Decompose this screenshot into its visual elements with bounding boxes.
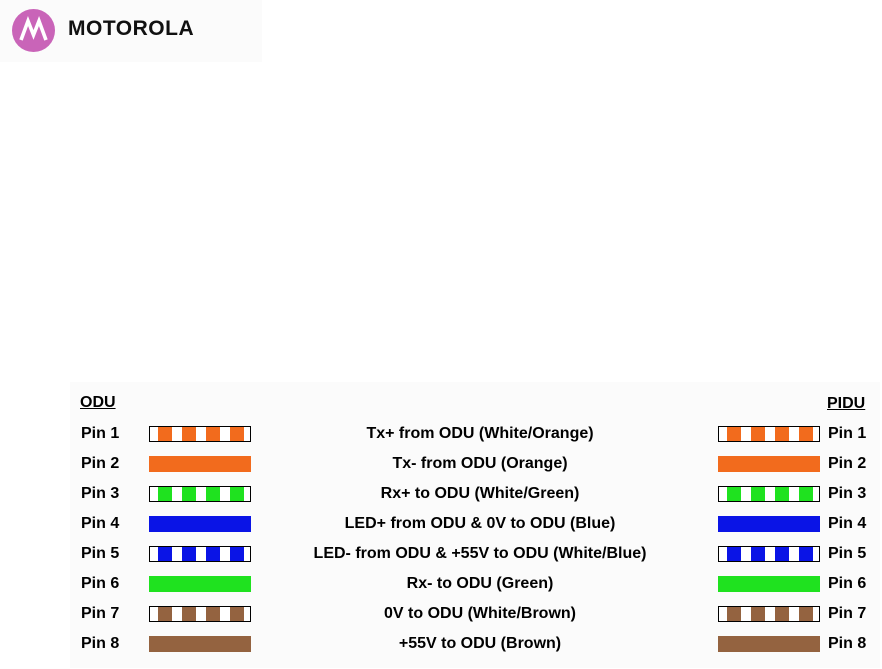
pidu-pin-label: Pin 1 [828, 425, 867, 442]
wire-color-segment [727, 607, 741, 621]
odu-pin-label: Pin 2 [81, 455, 120, 472]
wire-color-segment [727, 547, 741, 561]
wire-color-segment [751, 607, 765, 621]
wire-color-segment [206, 427, 220, 441]
wire-row-8: Pin 8 +55V to ODU (Brown) Pin 8 [70, 630, 880, 660]
wire-row-7: Pin 7 0V to ODU (White/Brown) Pin 7 [70, 600, 880, 630]
odu-header: ODU [80, 394, 116, 411]
wire-description: Rx+ to ODU (White/Green) [380, 485, 580, 502]
wire-row-2: Pin 2 Tx- from ODU (Orange) Pin 2 [70, 450, 880, 480]
wiring-diagram: ODU PIDU Pin 1 Tx+ from ODU (White/Orang… [70, 382, 880, 668]
wire-color-segment [230, 607, 244, 621]
wire-color-segment [158, 427, 172, 441]
wire-color-segment [775, 547, 789, 561]
wire-color-segment [182, 487, 196, 501]
odu-pin-label: Pin 7 [81, 605, 120, 622]
wire-color-segment [727, 427, 741, 441]
odu-wire-swatch [149, 516, 251, 532]
motorola-batwing-icon [12, 9, 55, 52]
wire-row-5: Pin 5 LED- from ODU & +55V to ODU (White… [70, 540, 880, 570]
wire-color-segment [775, 427, 789, 441]
wire-color-segment [775, 607, 789, 621]
logo-text: MOTOROLA [68, 17, 195, 40]
odu-pin-label: Pin 8 [81, 635, 120, 652]
wire-description: Tx- from ODU (Orange) [392, 455, 568, 472]
wire-description: Rx- to ODU (Green) [406, 575, 554, 592]
pidu-pin-label: Pin 7 [828, 605, 867, 622]
pidu-wire-swatch [718, 636, 820, 652]
wire-color-segment [182, 427, 196, 441]
wire-color-segment [799, 607, 813, 621]
wire-color-segment [206, 547, 220, 561]
wire-color-segment [751, 427, 765, 441]
wire-description: 0V to ODU (White/Brown) [384, 605, 576, 622]
wire-color-segment [182, 547, 196, 561]
wire-row-6: Pin 6 Rx- to ODU (Green) Pin 6 [70, 570, 880, 600]
wire-color-segment [799, 427, 813, 441]
wire-description: +55V to ODU (Brown) [398, 635, 562, 652]
wire-color-segment [206, 487, 220, 501]
wire-color-segment [158, 547, 172, 561]
wire-row-1: Pin 1 Tx+ from ODU (White/Orange) Pin 1 [70, 420, 880, 450]
wire-color-segment [206, 607, 220, 621]
odu-wire-swatch [149, 426, 251, 442]
pidu-wire-swatch [718, 606, 820, 622]
pidu-wire-swatch [718, 546, 820, 562]
wire-color-segment [182, 607, 196, 621]
pidu-pin-label: Pin 6 [828, 575, 867, 592]
wire-color-segment [799, 487, 813, 501]
wire-description: LED- from ODU & +55V to ODU (White/Blue) [313, 545, 647, 562]
odu-wire-swatch [149, 576, 251, 592]
wire-color-segment [230, 547, 244, 561]
wire-color-segment [158, 607, 172, 621]
pidu-pin-label: Pin 5 [828, 545, 867, 562]
odu-wire-swatch [149, 546, 251, 562]
pidu-pin-label: Pin 2 [828, 455, 867, 472]
wire-color-segment [230, 427, 244, 441]
wire-row-4: Pin 4 LED+ from ODU & 0V to ODU (Blue) P… [70, 510, 880, 540]
wire-color-segment [751, 487, 765, 501]
odu-wire-swatch [149, 636, 251, 652]
pidu-pin-label: Pin 3 [828, 485, 867, 502]
wire-color-segment [230, 487, 244, 501]
pidu-pin-label: Pin 4 [828, 515, 867, 532]
pidu-wire-swatch [718, 516, 820, 532]
odu-pin-label: Pin 1 [81, 425, 120, 442]
odu-wire-swatch [149, 486, 251, 502]
wire-row-3: Pin 3 Rx+ to ODU (White/Green) Pin 3 [70, 480, 880, 510]
wire-color-segment [158, 487, 172, 501]
wire-color-segment [751, 547, 765, 561]
pidu-wire-swatch [718, 486, 820, 502]
motorola-logo: MOTOROLA [0, 0, 262, 62]
pidu-header: PIDU [827, 395, 866, 412]
odu-pin-label: Pin 5 [81, 545, 120, 562]
odu-wire-swatch [149, 456, 251, 472]
pidu-wire-swatch [718, 426, 820, 442]
wire-color-segment [775, 487, 789, 501]
odu-pin-label: Pin 3 [81, 485, 120, 502]
wire-description: LED+ from ODU & 0V to ODU (Blue) [344, 515, 616, 532]
wire-description: Tx+ from ODU (White/Orange) [366, 425, 594, 442]
odu-pin-label: Pin 4 [81, 515, 120, 532]
pidu-wire-swatch [718, 576, 820, 592]
wire-color-segment [727, 487, 741, 501]
odu-wire-swatch [149, 606, 251, 622]
odu-pin-label: Pin 6 [81, 575, 120, 592]
pidu-pin-label: Pin 8 [828, 635, 867, 652]
wire-color-segment [799, 547, 813, 561]
pidu-wire-swatch [718, 456, 820, 472]
